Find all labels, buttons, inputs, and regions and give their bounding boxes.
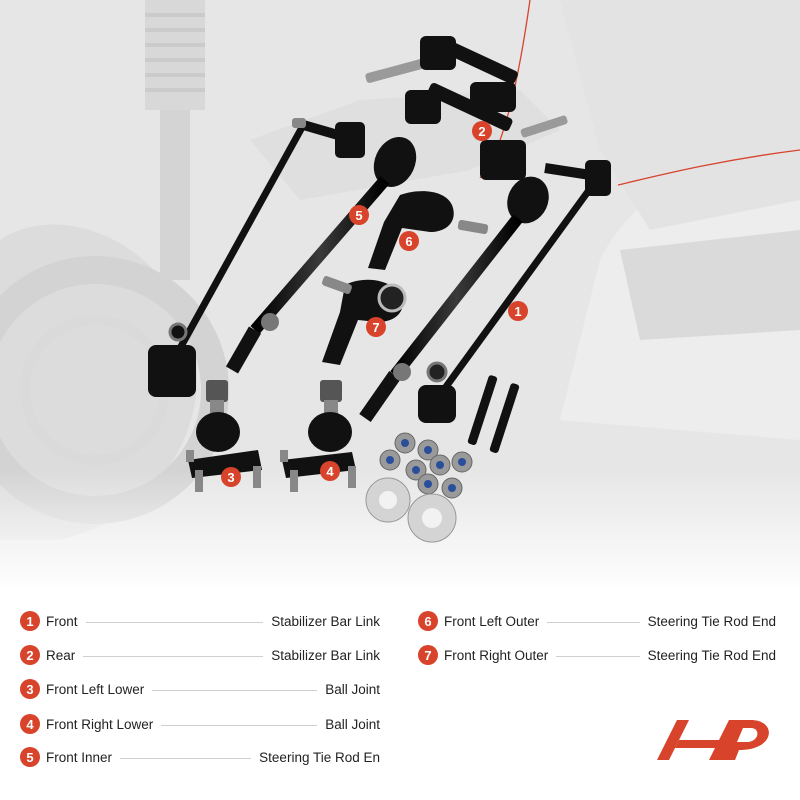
legend-row: 2 Rear Stabilizer Bar Link: [20, 643, 380, 667]
legend-number-badge: 5: [20, 747, 40, 767]
rear-stabilizer-link: [365, 36, 568, 180]
outer-tie-rod-end-7: [322, 276, 407, 365]
outer-tie-rod-end-6: [368, 191, 489, 270]
front-stabilizer-link-left: [148, 118, 365, 397]
legend-position: Front Left Lower: [46, 681, 145, 697]
leader-line: [556, 655, 640, 657]
legend-position: Rear: [46, 647, 76, 663]
legend-position: Front Right Lower: [46, 716, 154, 732]
leader-line: [83, 655, 264, 657]
legend-number-badge: 6: [418, 611, 438, 631]
legend-row: 4 Front Right Lower Ball Joint: [20, 712, 380, 736]
legend-part: Ball Joint: [325, 681, 380, 697]
legend-position: Front: [46, 613, 78, 629]
legend-number-badge: 1: [20, 611, 40, 631]
legend-part: Steering Tie Rod End: [647, 647, 776, 663]
legend-part: Stabilizer Bar Link: [271, 613, 380, 629]
callout-badge: 7: [366, 317, 386, 337]
legend-row: 7 Front Right Outer Steering Tie Rod End: [418, 643, 776, 667]
leader-line: [547, 621, 640, 623]
legend-row: 1 Front Stabilizer Bar Link: [20, 609, 380, 633]
callout-badge: 3: [221, 467, 241, 487]
callout-badge: 2: [472, 121, 492, 141]
legend-number-badge: 4: [20, 714, 40, 734]
legend-part: Stabilizer Bar Link: [271, 647, 380, 663]
legend-position: Front Left Outer: [444, 613, 540, 629]
legend-part: Steering Tie Rod En: [259, 749, 380, 765]
leader-line: [152, 689, 318, 691]
leader-line: [161, 724, 318, 726]
legend-position: Front Right Outer: [444, 647, 549, 663]
legend-number-badge: 7: [418, 645, 438, 665]
callout-badge: 5: [349, 205, 369, 225]
legend-position: Front Inner: [46, 749, 113, 765]
ball-joint-left: [186, 380, 262, 492]
legend-part: Ball Joint: [325, 716, 380, 732]
parts-illustration: [0, 0, 800, 590]
bolts: [467, 375, 520, 454]
callout-badge: 6: [399, 231, 419, 251]
legend-number-badge: 2: [20, 645, 40, 665]
product-photo: 1 2 3 4 5 6 7: [0, 0, 800, 590]
nuts-and-washers: [365, 432, 473, 543]
leader-line: [85, 621, 264, 623]
legend-part: Steering Tie Rod End: [647, 613, 776, 629]
leader-line: [120, 757, 252, 759]
callout-badge: 4: [320, 461, 340, 481]
legend-row: 5 Front Inner Steering Tie Rod En: [20, 745, 380, 769]
red-line: [617, 149, 800, 186]
brand-logo: [657, 720, 769, 760]
legend-row: 3 Front Left Lower Ball Joint: [20, 677, 380, 701]
legend-number-badge: 3: [20, 679, 40, 699]
legend-row: 6 Front Left Outer Steering Tie Rod End: [418, 609, 776, 633]
callout-badge: 1: [508, 301, 528, 321]
inner-tie-rod-right: [359, 176, 549, 423]
front-stabilizer-link-right: [418, 160, 611, 423]
